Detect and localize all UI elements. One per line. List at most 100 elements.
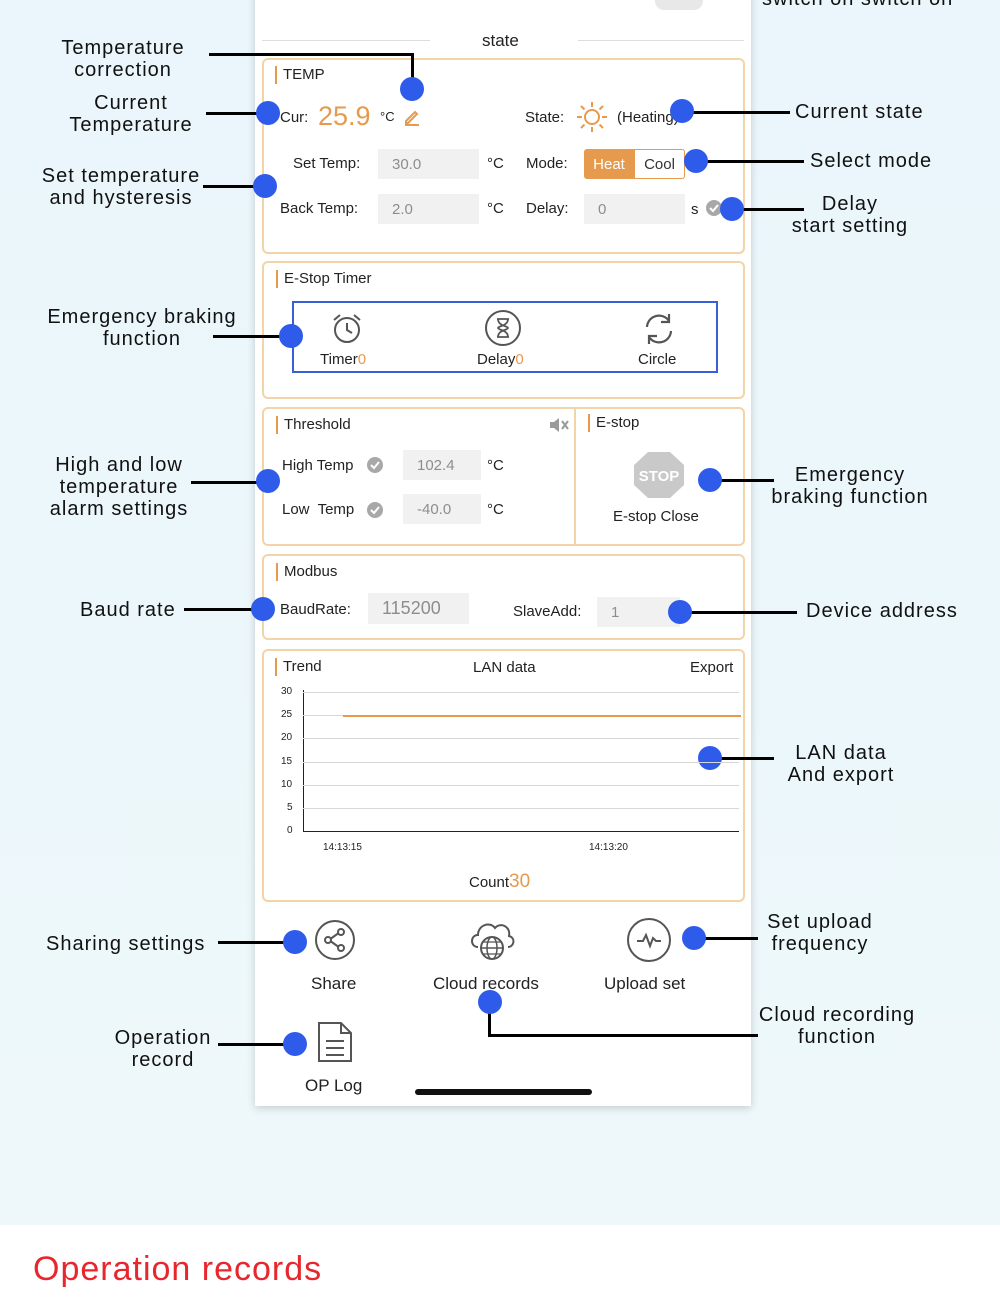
upload-set-label: Upload set — [604, 974, 686, 993]
ann-upload-freq: Set upload frequency — [767, 911, 873, 955]
line-temp-correction — [209, 53, 414, 56]
line-lan-export — [710, 757, 774, 760]
trend-title: Trend — [275, 658, 322, 676]
chart-x-tick: 14:13:15 — [323, 842, 362, 853]
cur-label: Cur: — [280, 109, 309, 126]
estop-title: E-stop — [588, 414, 639, 432]
marker-delay-start — [720, 197, 744, 221]
back-temp-input[interactable]: 2.0 — [378, 194, 479, 224]
chart-y-tick: 5 — [287, 801, 293, 813]
ann-emergency-right: Emergency braking function — [771, 464, 929, 508]
ann-delay-start: Delay start setting — [791, 193, 909, 237]
marker-emergency-right — [698, 468, 722, 492]
high-temp-input[interactable]: 102.4 — [403, 450, 481, 480]
circle-refresh-icon[interactable] — [641, 311, 677, 347]
chart-y-tick: 25 — [281, 709, 293, 721]
stop-sign-text: STOP — [639, 468, 680, 485]
ann-cloud-function: Cloud recording function — [758, 1004, 916, 1048]
mode-heat-button[interactable]: Heat — [584, 149, 634, 179]
marker-sharing — [283, 930, 307, 954]
footer-title: Operation records — [33, 1250, 323, 1288]
line-current-state — [682, 111, 790, 114]
ann-sharing: Sharing settings — [46, 933, 206, 955]
back-temp-unit: °C — [487, 200, 504, 217]
slaveadd-input[interactable]: 1 — [597, 597, 680, 627]
marker-select-mode — [684, 149, 708, 173]
line-alarm — [191, 481, 268, 484]
cloud-records-label: Cloud records — [433, 974, 539, 993]
state-value: (Heating) — [617, 109, 679, 126]
set-temp-label: Set Temp: — [293, 155, 361, 172]
baudrate-input[interactable]: 115200 — [368, 593, 469, 624]
high-temp-unit: °C — [487, 457, 504, 474]
line-operation — [218, 1043, 295, 1046]
mode-cool-button[interactable]: Cool — [634, 149, 685, 179]
low-temp-label: Low Temp — [282, 501, 355, 518]
mode-label: Mode: — [526, 155, 568, 172]
delay-check-icon[interactable] — [706, 200, 722, 216]
low-temp-check-icon[interactable] — [367, 502, 383, 518]
chart-x-tick: 14:13:20 — [589, 842, 628, 853]
marker-temp-correction — [400, 77, 424, 101]
home-indicator[interactable] — [415, 1089, 592, 1095]
back-temp-label: Back Temp: — [280, 200, 359, 217]
line-temp-correction-v — [411, 53, 414, 89]
delay-input[interactable]: 0 — [584, 194, 685, 224]
baudrate-label: BaudRate: — [280, 601, 351, 618]
marker-emergency-left — [279, 324, 303, 348]
line-device-address — [680, 611, 797, 614]
state-divider-left — [262, 40, 430, 41]
lan-data-label[interactable]: LAN data — [473, 659, 536, 676]
line-select-mode — [696, 160, 804, 163]
ann-current-state: Current state — [795, 101, 924, 123]
hourglass-icon[interactable] — [484, 309, 522, 347]
delay-mode-label: Delay0 — [477, 351, 524, 368]
edit-icon[interactable] — [403, 108, 421, 126]
chart-y-tick: 10 — [281, 778, 293, 790]
upload-pulse-icon[interactable] — [626, 917, 672, 963]
temp-panel-title: TEMP — [275, 66, 325, 84]
slaveadd-label: SlaveAdd: — [513, 603, 582, 620]
cur-unit: °C — [380, 109, 395, 124]
high-temp-check-icon[interactable] — [367, 457, 383, 473]
ann-alarm: High and low temperature alarm settings — [49, 454, 189, 520]
delay-unit: s — [691, 201, 699, 218]
state-divider-right — [578, 40, 744, 41]
line-cloud-h — [488, 1034, 758, 1037]
mute-icon[interactable] — [548, 415, 570, 435]
high-temp-label: High Temp — [282, 457, 354, 474]
ann-current-temp: Current Temperature — [69, 92, 193, 136]
estop-close-label: E-stop Close — [613, 508, 699, 525]
marker-current-temp — [256, 101, 280, 125]
switch-toggle[interactable] — [655, 0, 703, 10]
set-temp-input[interactable]: 30.0 — [378, 149, 479, 179]
line-emergency-left — [213, 335, 291, 338]
alarm-clock-icon[interactable] — [330, 311, 364, 345]
share-icon[interactable] — [314, 919, 356, 961]
modbus-title: Modbus — [276, 563, 337, 581]
line-sharing — [218, 941, 295, 944]
ann-lan-export: LAN data And export — [787, 742, 895, 786]
marker-set-temp — [253, 174, 277, 198]
line-delay-start — [732, 208, 804, 211]
state-title: state — [482, 31, 519, 50]
chart-series-line — [343, 715, 741, 718]
estop-timer-title: E-Stop Timer — [276, 270, 372, 288]
timer-label: Timer0 — [320, 351, 367, 368]
set-temp-unit: °C — [487, 155, 504, 172]
chart-y-axis — [303, 690, 304, 831]
line-baud — [184, 608, 263, 611]
op-log-label: OP Log — [305, 1076, 363, 1095]
line-current-temp — [206, 112, 268, 115]
trend-panel — [262, 649, 745, 902]
chart-gridline — [303, 692, 739, 693]
ann-baud: Baud rate — [80, 599, 176, 621]
low-temp-input[interactable]: -40.0 — [403, 494, 481, 524]
stop-sign-icon[interactable]: STOP — [633, 451, 685, 499]
circle-label: Circle — [638, 351, 677, 368]
cloud-globe-icon[interactable] — [468, 917, 516, 963]
export-button[interactable]: Export — [690, 659, 734, 676]
top-cut-label: switch on switch on — [762, 0, 953, 10]
state-label: State: — [525, 109, 565, 126]
document-log-icon[interactable] — [317, 1021, 353, 1063]
